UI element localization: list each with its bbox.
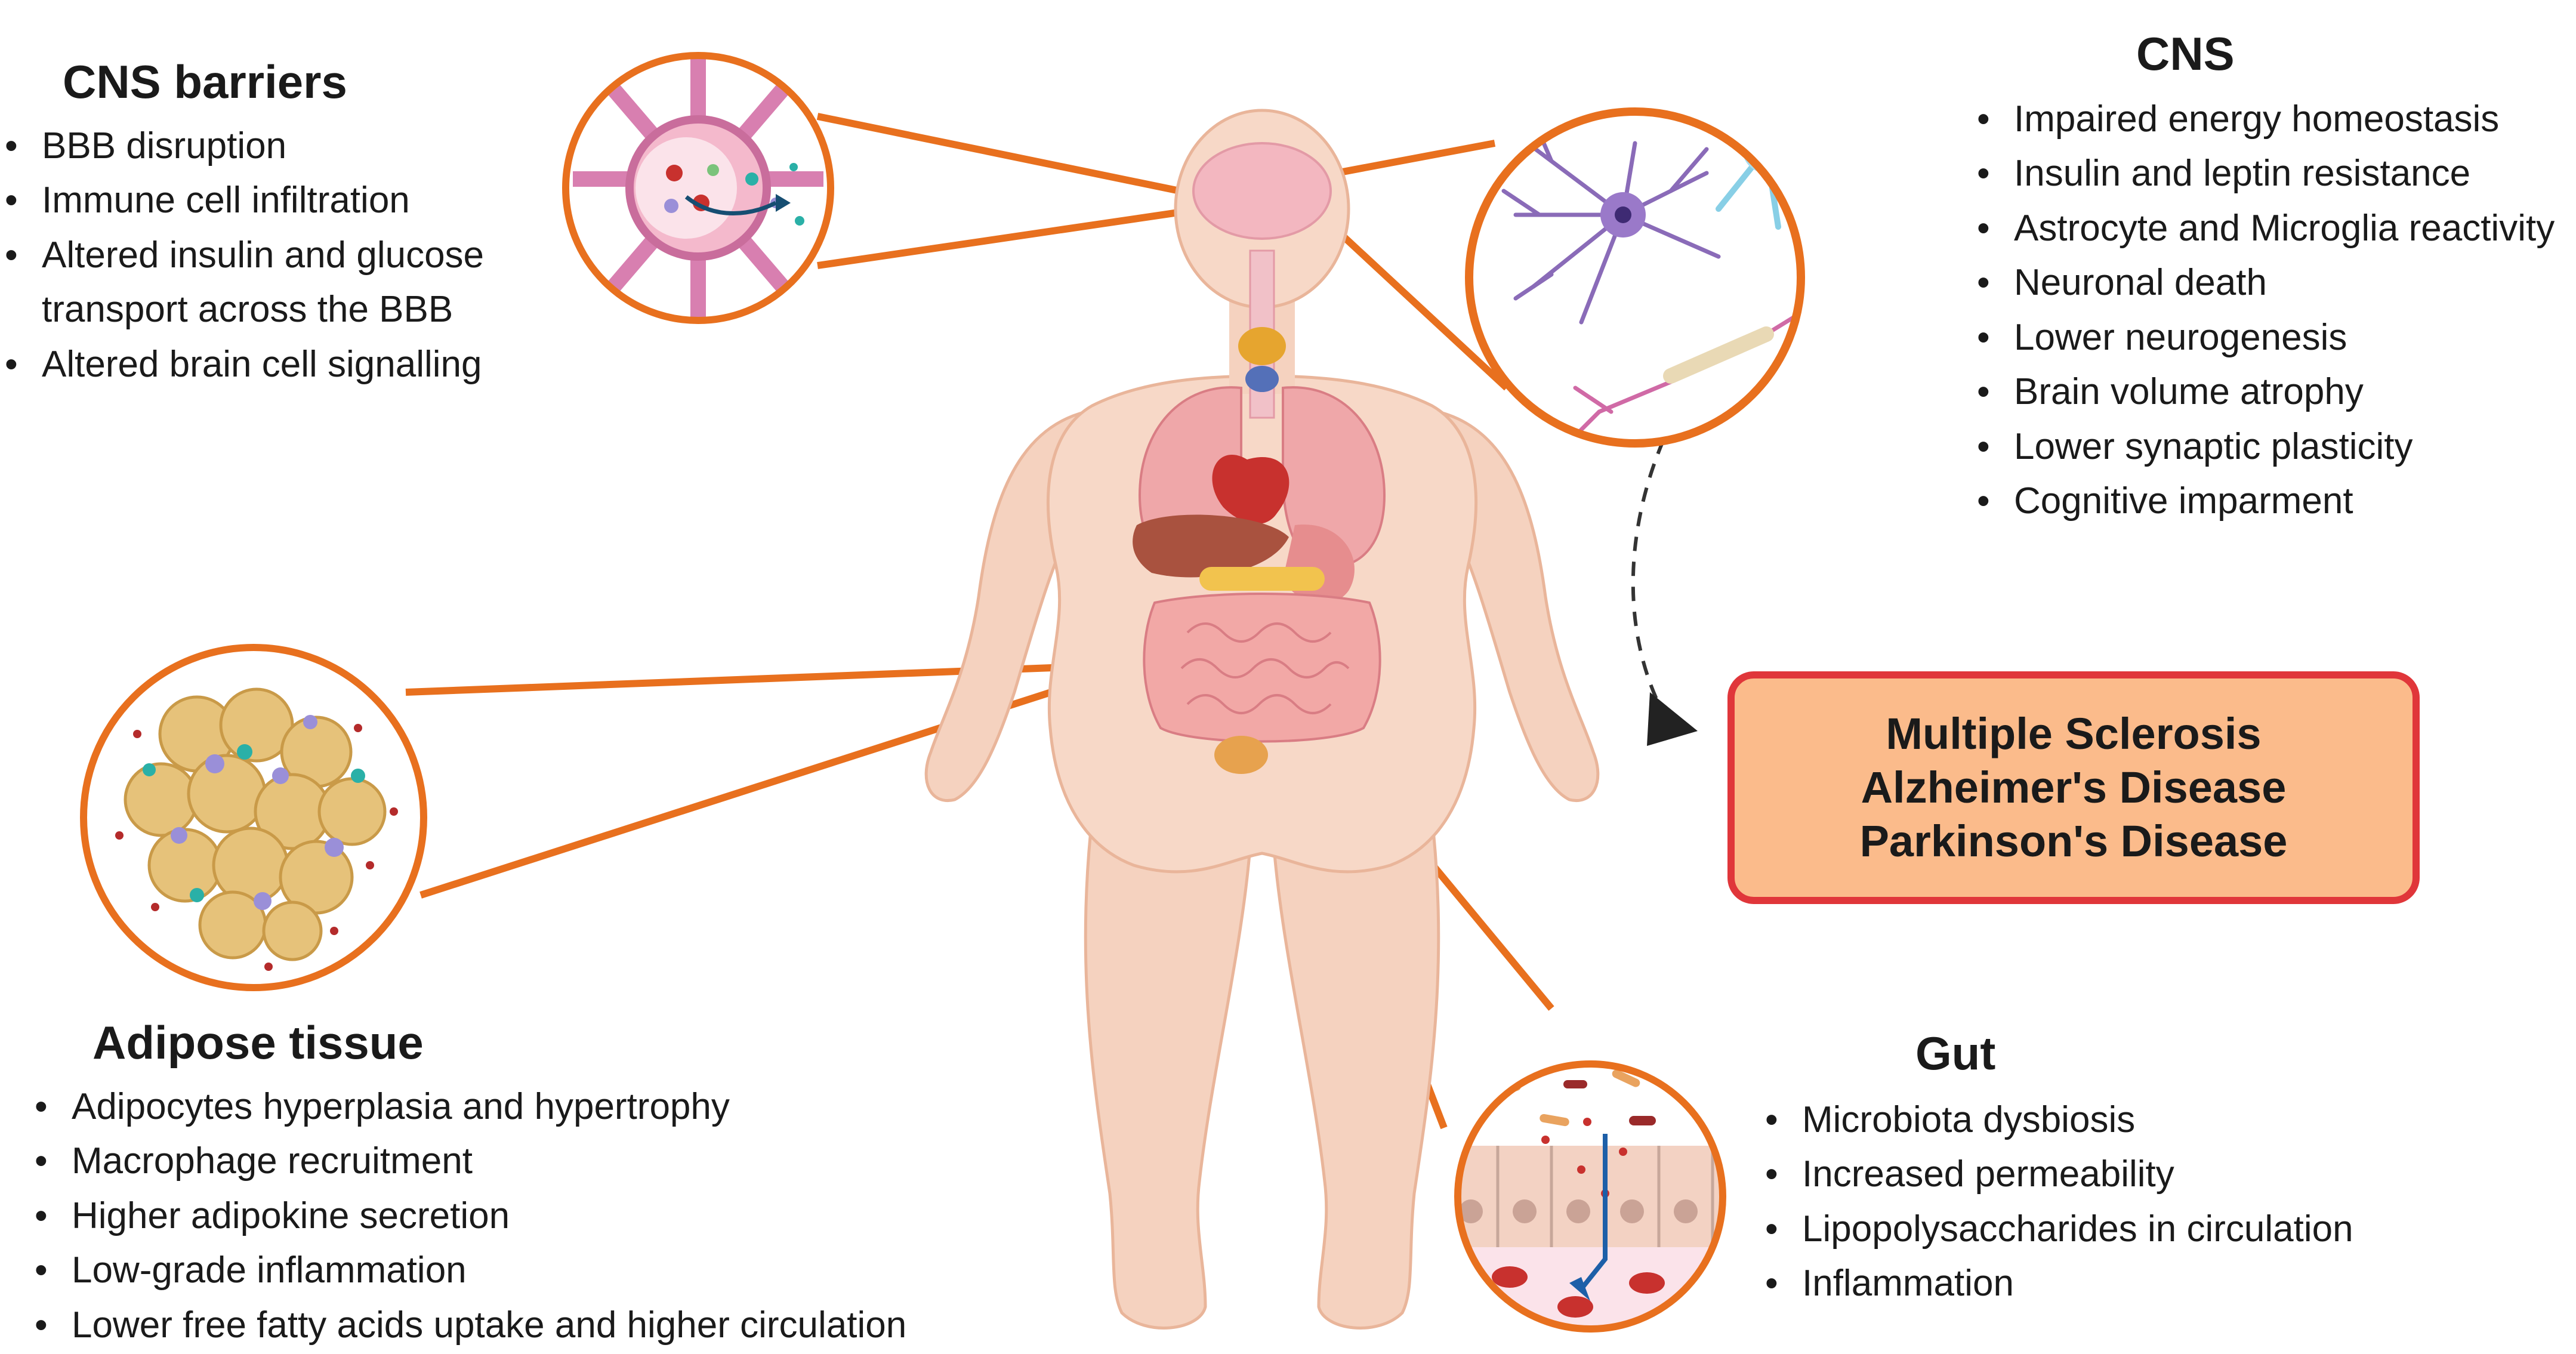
gut-section: Gut Microbiota dysbiosis Increased perme…	[1760, 1028, 2353, 1311]
cns-barriers-section: CNS barriers BBB disruption Immune cell …	[0, 55, 484, 392]
cns-title: CNS	[2136, 27, 2235, 80]
list-item: Increased permeability	[1760, 1147, 2353, 1202]
list-item: Higher adipokine secretion	[30, 1189, 906, 1244]
list-item: Lower neurogenesis	[1972, 310, 2555, 365]
cns-section: CNS Impaired energy homeostasis Insulin …	[1972, 27, 2555, 529]
list-item: Lipopolysaccharides in circulation	[1760, 1202, 2353, 1257]
cns-barriers-list: BBB disruption Immune cell infiltration …	[0, 119, 484, 392]
list-item: Altered brain cell signalling	[0, 337, 484, 392]
list-item: Astrocyte and Microglia reactivity	[1972, 201, 2555, 256]
list-item: Lower synaptic plasticity	[1972, 420, 2555, 474]
gut-circle	[1454, 1060, 1726, 1333]
list-item: BBB disruption	[0, 119, 484, 174]
human-body	[924, 109, 1600, 1330]
intestines-icon	[1143, 593, 1381, 743]
disease-label: Alzheimer's Disease	[1861, 763, 2287, 812]
list-item: Immune cell infiltration	[0, 173, 484, 228]
list-item-continuation: transport across the BBB	[42, 289, 454, 331]
disease-label: Multiple Sclerosis	[1886, 709, 2262, 758]
list-item: Brain volume atrophy	[1972, 365, 2555, 420]
adipose-title: Adipose tissue	[92, 1016, 424, 1069]
cns-list: Impaired energy homeostasis Insulin and …	[1972, 92, 2555, 529]
neurons-circle	[1465, 107, 1805, 448]
adipose-list: Adipocytes hyperplasia and hypertrophy M…	[30, 1080, 906, 1353]
list-item: Lower free fatty acids uptake and higher…	[30, 1298, 906, 1353]
arrowhead-icon	[1647, 692, 1698, 746]
gut-list: Microbiota dysbiosis Increased permeabil…	[1760, 1093, 2353, 1311]
list-item: Microbiota dysbiosis	[1760, 1093, 2353, 1148]
list-item: Impaired energy homeostasis	[1972, 92, 2555, 147]
liver-icon	[1133, 514, 1289, 578]
adipose-circle	[80, 644, 427, 991]
list-item: Insulin and leptin resistance	[1972, 146, 2555, 201]
disease-box: Multiple Sclerosis Alzheimer's Disease P…	[1727, 671, 2420, 904]
brain-icon	[1192, 142, 1332, 240]
heart-icon	[1212, 454, 1289, 525]
list-item: Low-grade inflammation	[30, 1243, 906, 1298]
list-item: Adipocytes hyperplasia and hypertrophy	[30, 1080, 906, 1134]
dashed-arrow	[1631, 417, 1698, 746]
bbb-circle	[562, 52, 834, 324]
list-item: Neuronal death	[1972, 255, 2555, 310]
list-item: Inflammation	[1760, 1256, 2353, 1311]
list-item: Macrophage recruitment	[30, 1134, 906, 1189]
list-item: Altered insulin and glucose	[0, 228, 484, 283]
adipose-section: Adipose tissue Adipocytes hyperplasia an…	[30, 1017, 906, 1352]
disease-label: Parkinson's Disease	[1859, 816, 2288, 866]
gut-title: Gut	[1915, 1027, 1996, 1080]
cns-barriers-title: CNS barriers	[63, 55, 347, 108]
list-item: Cognitive imparment	[1972, 474, 2555, 529]
bladder-icon	[1214, 736, 1268, 774]
